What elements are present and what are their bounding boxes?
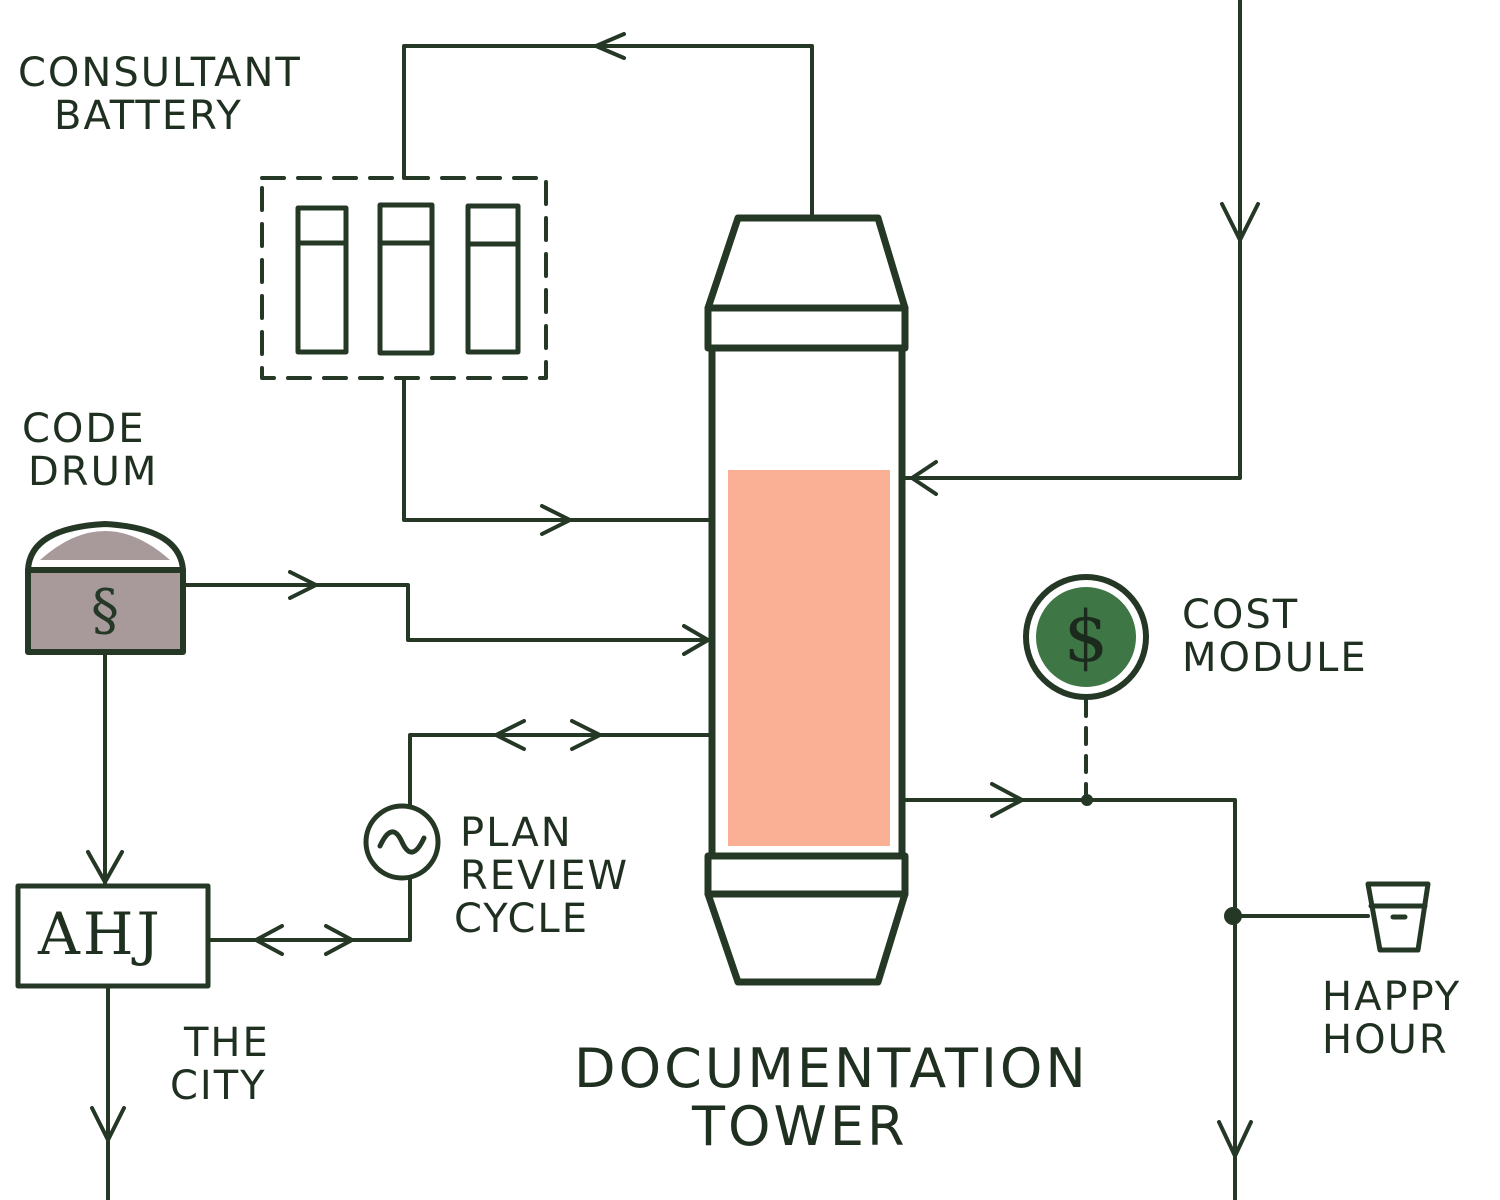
plan-review-cycle-label: PLAN REVIEW CYCLE [454,810,630,943]
arrow-left [594,32,626,60]
arrow-down [86,850,124,884]
arrow-left [254,924,284,956]
arrow-right [324,924,354,956]
junction-dot [1224,907,1242,925]
documentation-tower-label: DOCUMENTATION TOWER [574,1037,1089,1159]
code-drum-label: CODE DRUM [22,406,159,496]
ahj-box [15,883,211,989]
arrow-down [1220,202,1260,242]
tower-fill [728,470,890,846]
arrow-down [1217,1120,1253,1158]
section-symbol-icon: § [91,578,119,643]
consultant-battery-label: CONSULTANT BATTERY [18,50,302,140]
ahj-label: AHJ [38,900,163,968]
arrow-right [682,624,710,656]
happy-hour-label: HAPPY HOUR [1322,974,1462,1064]
cost-module [1023,574,1149,700]
documentation-tower [704,214,909,986]
cost-module-label: COST MODULE [1182,592,1368,682]
plan-review-cycle-symbol [363,803,441,881]
arrow-right [990,782,1024,818]
arrow-left [910,460,938,496]
happy-hour-glass [1365,881,1431,953]
piping [103,0,1370,1200]
arrow-right [540,504,572,536]
arrow-left [494,719,526,751]
consultant-battery [260,176,548,380]
junction-dot [1081,794,1093,806]
dollar-icon: $ [1063,596,1109,678]
arrow-down [90,1106,126,1142]
arrow-right [570,719,602,751]
the-city-label: THE CITY [170,1020,270,1110]
flow-arrows [86,32,1260,1158]
arrow-right [288,570,318,600]
